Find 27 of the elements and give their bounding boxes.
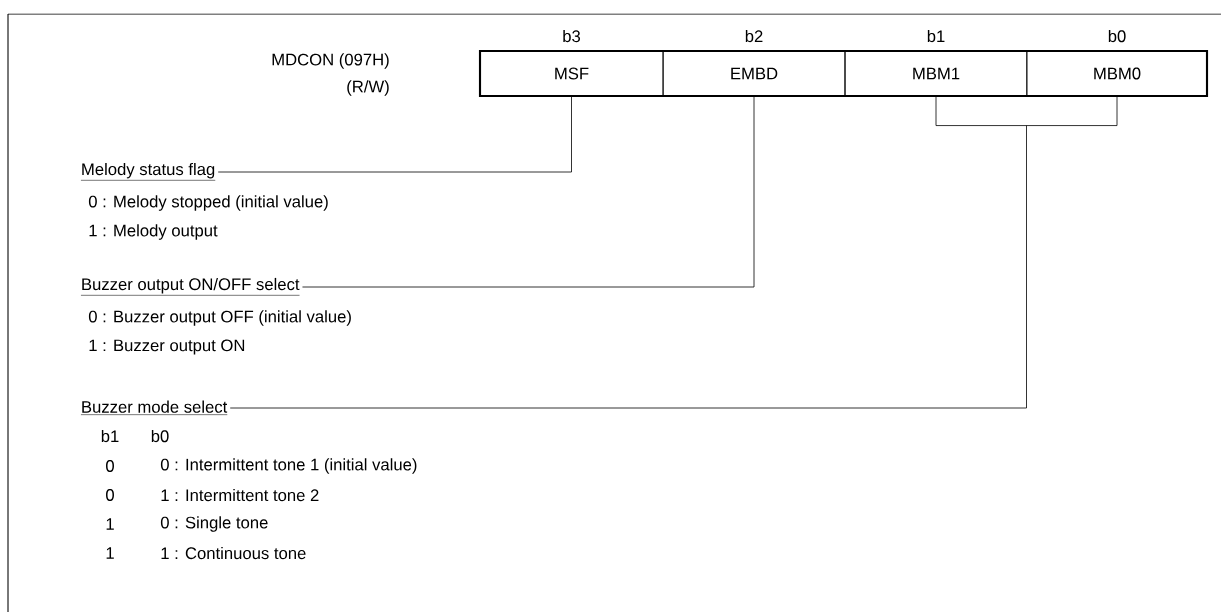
option-text: 0: [106, 460, 114, 472]
option-text: 0: [106, 489, 114, 501]
bit-label: b2: [745, 29, 763, 43]
register-cell: MBM1: [844, 50, 1028, 97]
register-cell: EMBD: [662, 50, 846, 97]
option-text: MDCON (097H): [272, 53, 389, 69]
option-text: 0 : Melody stopped (initial value): [88, 195, 328, 211]
register-cell: MBM0: [1026, 50, 1208, 97]
leader-line: [302, 96, 755, 288]
bit-label: b1: [927, 29, 945, 43]
register-cell: MSF: [479, 50, 664, 97]
option-text: 1 : Melody output: [89, 224, 218, 240]
option-text: 0 : Single tone: [160, 516, 268, 532]
bit-label: b3: [563, 29, 581, 43]
option-text: 0 : Intermittent tone 1 (initial value): [160, 458, 417, 474]
bit-label: b0: [1108, 29, 1126, 43]
option-text: 1 : Intermittent tone 2: [161, 488, 319, 502]
field-heading: Buzzer output ON/OFF select: [80, 277, 300, 296]
option-text: 1 : Continuous tone: [161, 546, 306, 560]
field-heading: Buzzer mode select: [80, 400, 228, 415]
option-text: 1: [106, 518, 114, 530]
bracket-leader-line: [229, 96, 1118, 409]
field-heading: Melody status flag: [80, 162, 216, 181]
leader-line: [217, 96, 572, 173]
option-text: 1: [106, 547, 114, 559]
option-text: 1 : Buzzer output ON: [89, 339, 245, 355]
option-text: (R/W): [347, 80, 389, 96]
